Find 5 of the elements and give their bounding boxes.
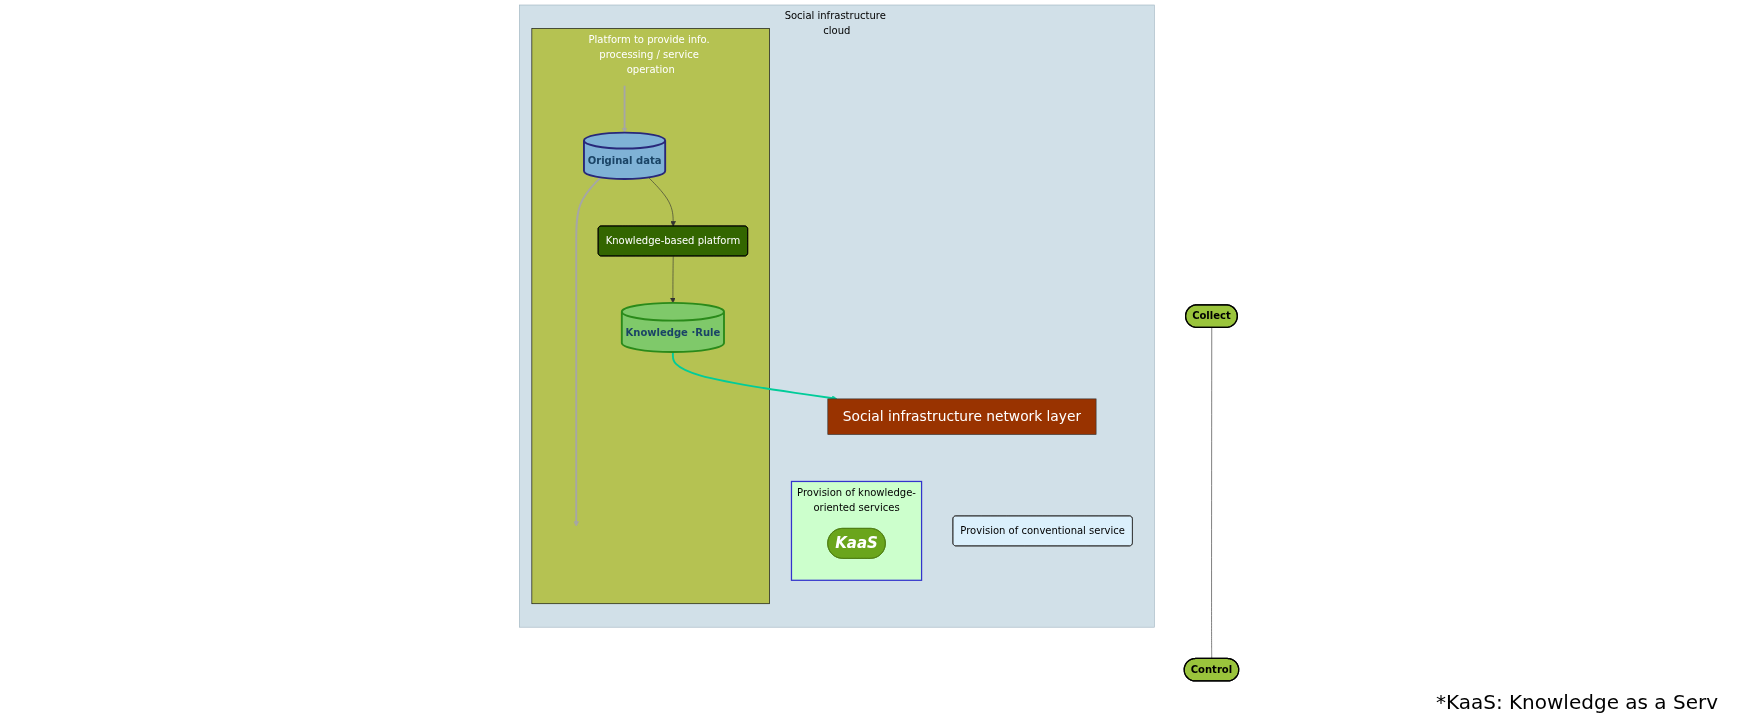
arrow [671,351,838,401]
arrow [621,84,628,133]
arrow [573,176,602,527]
footnote: *KaaS: Knowledge as a Serv [1435,690,1718,714]
node-box: Social infrastructure network layer [827,398,1097,435]
